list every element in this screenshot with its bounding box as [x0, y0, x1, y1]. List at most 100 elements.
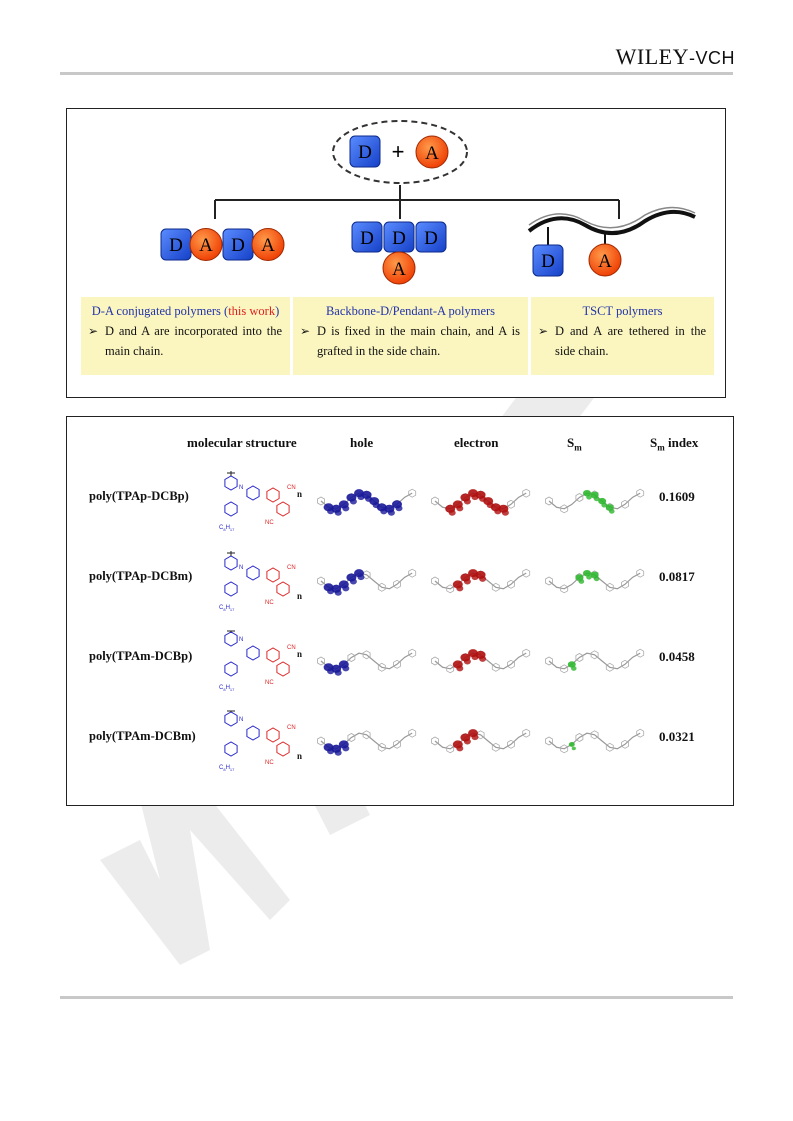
svg-text:D: D: [424, 228, 438, 249]
sm-index-value: 0.1609: [659, 489, 695, 504]
hole-orbital: [317, 648, 417, 676]
svg-text:CN: CN: [287, 645, 296, 651]
donor-block: D: [349, 135, 381, 168]
panel-backbone-pendant: Backbone-D/Pendant-A polymers D is fixed…: [293, 297, 528, 375]
publisher-logo: WILEY-VCH: [616, 44, 735, 70]
panel-title: D-A conjugated polymers (this work): [91, 304, 280, 318]
svg-text:D: D: [231, 235, 245, 256]
header-molecular-structure: molecular structure: [187, 435, 297, 450]
panel-body: D is fixed in the main chain, and A is g…: [293, 321, 528, 361]
svg-text:N: N: [239, 565, 243, 571]
sm-overlap: [545, 728, 645, 754]
molecular-structure: N C8H17 CN NC n: [219, 551, 302, 612]
svg-text:A: A: [598, 251, 612, 272]
svg-text:D: D: [392, 228, 406, 249]
svg-text:D: D: [360, 228, 374, 249]
svg-text:C8H17: C8H17: [219, 605, 235, 612]
row-polymer-name: poly(TPAm-DCBm): [89, 729, 196, 743]
electron-orbital: [431, 488, 531, 516]
hole-orbital: [317, 728, 417, 756]
sm-overlap-cell: [545, 711, 645, 776]
panel-title: TSCT polymers: [582, 304, 663, 318]
polymer-type-schematic: D + A D A D A D D: [160, 120, 696, 285]
sm-overlap-cell: [545, 631, 645, 696]
svg-text:NC: NC: [265, 520, 274, 526]
panel-body: D and A are incorporated into the main c…: [81, 321, 290, 361]
svg-text:n: n: [297, 489, 302, 499]
svg-text:D: D: [541, 251, 555, 272]
svg-text:A: A: [199, 235, 213, 256]
electron-orbital-cell: [431, 551, 531, 616]
combination-ellipse: [332, 120, 468, 184]
structure-cell: N C8H17 CN NC n: [217, 549, 307, 624]
acceptor-circle: A: [415, 135, 449, 169]
header-sm: Sm: [567, 435, 582, 453]
sm-overlap: [545, 568, 645, 594]
svg-text:CN: CN: [287, 565, 296, 571]
hole-orbital-cell: [317, 631, 417, 696]
footer-rule: [60, 996, 733, 999]
structure-cell: N C8H17 CN NC n: [217, 709, 307, 784]
molecular-structure: N C8H17 CN NC n: [219, 710, 302, 772]
svg-text:C8H17: C8H17: [219, 765, 235, 772]
header-rule: [60, 72, 733, 75]
sm-overlap: [545, 488, 645, 514]
row-polymer-name: poly(TPAp-DCBm): [89, 569, 193, 583]
electron-orbital: [431, 568, 531, 594]
structure-cell: N C8H17 CN NC n: [217, 629, 307, 704]
svg-text:N: N: [239, 637, 243, 643]
da-chain: D A D A: [160, 228, 285, 261]
svg-text:n: n: [297, 751, 302, 761]
electron-orbital-cell: [431, 631, 531, 696]
acceptor-label: A: [425, 143, 439, 164]
sm-index-value: 0.0458: [659, 649, 695, 664]
sm-overlap-cell: [545, 471, 645, 536]
electron-orbital-cell: [431, 711, 531, 776]
hole-orbital-cell: [317, 471, 417, 536]
row-polymer-name: poly(TPAp-DCBp): [89, 489, 189, 503]
svg-text:N: N: [239, 485, 243, 491]
backbone-d-pendant-a: D D D A: [351, 221, 447, 285]
row-polymer-name: poly(TPAm-DCBp): [89, 649, 193, 663]
svg-text:NC: NC: [265, 680, 274, 686]
svg-text:A: A: [261, 235, 275, 256]
svg-text:C8H17: C8H17: [219, 525, 235, 532]
donor-label: D: [358, 142, 372, 163]
hole-orbital: [317, 568, 417, 596]
figure-polymer-types: D + A D A D A D D: [66, 108, 726, 398]
electron-orbital-cell: [431, 471, 531, 536]
svg-text:A: A: [392, 259, 406, 280]
plus-sign: +: [392, 139, 405, 164]
electron-orbital: [431, 648, 531, 674]
panel-title: Backbone-D/Pendant-A polymers: [325, 304, 496, 318]
svg-text:CN: CN: [287, 725, 296, 731]
svg-text:NC: NC: [265, 600, 274, 606]
publisher-suffix: -VCH: [689, 48, 735, 68]
panel-tsct: TSCT polymers D and A are tethered in th…: [531, 297, 714, 375]
electron-orbital: [431, 728, 531, 754]
sm-overlap-cell: [545, 551, 645, 616]
svg-text:NC: NC: [265, 760, 274, 766]
header-sm-index: Sm index: [650, 435, 699, 453]
molecular-structure: N C8H17 CN NC n: [219, 471, 302, 532]
hole-orbital-cell: [317, 551, 417, 616]
svg-text:N: N: [239, 717, 243, 723]
svg-text:CN: CN: [287, 485, 296, 491]
svg-text:n: n: [297, 591, 302, 601]
hole-orbital-cell: [317, 711, 417, 776]
publisher-name: WILEY: [615, 44, 689, 69]
header-electron: electron: [454, 435, 499, 450]
tsct-schematic: D A: [527, 206, 696, 277]
svg-text:D: D: [169, 235, 183, 256]
hole-orbital: [317, 488, 417, 516]
panel-body: D and A are tethered in the side chain.: [531, 321, 714, 361]
figure-orbital-table: molecular structure hole electron Sm Sm …: [66, 416, 734, 806]
sm-index-value: 0.0817: [659, 569, 695, 584]
svg-text:n: n: [297, 649, 302, 659]
header-hole: hole: [350, 435, 374, 450]
svg-text:C8H17: C8H17: [219, 685, 235, 692]
molecular-structure: N C8H17 CN NC n: [219, 630, 302, 692]
sm-index-value: 0.0321: [659, 729, 695, 744]
sm-overlap: [545, 648, 645, 674]
structure-cell: N C8H17 CN NC n: [217, 469, 307, 544]
